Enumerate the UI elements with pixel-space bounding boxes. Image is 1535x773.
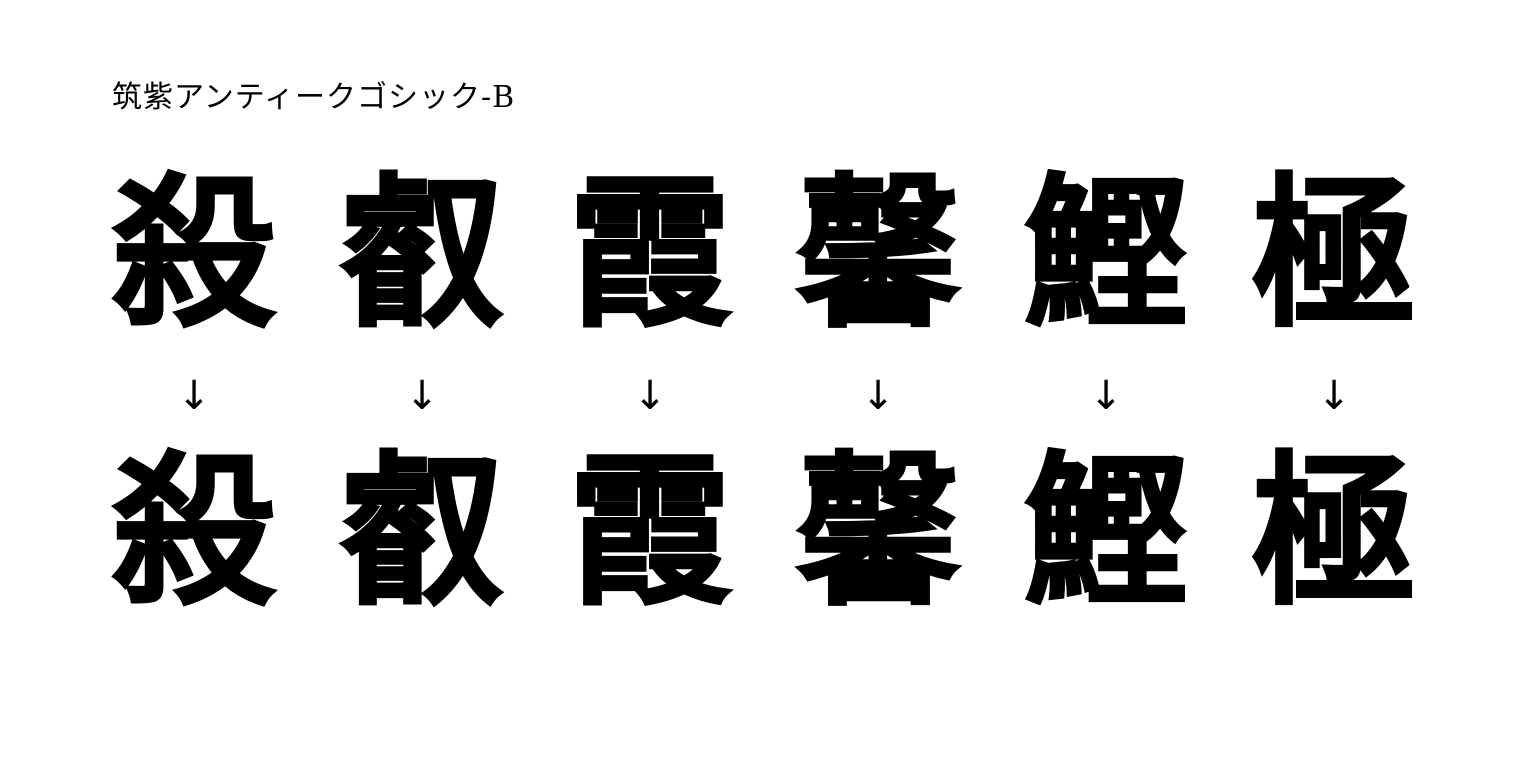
glyph-before: 殺 — [111, 159, 277, 351]
glyph-before: 極 — [1251, 159, 1417, 351]
down-arrow-icon: ↓ — [861, 373, 895, 419]
glyph-before: 霞 — [567, 159, 733, 351]
glyph-after: 殺 — [111, 437, 277, 629]
glyph-after: 馨 — [795, 437, 961, 629]
glyph-before: 鰹 — [1023, 159, 1189, 351]
glyph-after: 叡 — [339, 437, 505, 629]
down-arrow-icon: ↓ — [1317, 373, 1351, 419]
glyph-after: 鰹 — [1023, 437, 1189, 629]
arrow-row: ↓ ↓ ↓ ↓ ↓ ↓ — [80, 368, 1460, 424]
down-arrow-icon: ↓ — [633, 373, 667, 419]
down-arrow-icon: ↓ — [1089, 373, 1123, 419]
glyph-after: 霞 — [567, 437, 733, 629]
glyph-before: 叡 — [339, 159, 505, 351]
glyph-row-after: 殺 叡 霞 馨 鰹 極 — [80, 437, 1460, 629]
glyph-row-before: 殺 叡 霞 馨 鰹 極 — [80, 159, 1460, 351]
font-name-caption: 筑紫アンティークゴシック-B — [112, 80, 516, 115]
glyph-after: 極 — [1251, 437, 1417, 629]
down-arrow-icon: ↓ — [177, 373, 211, 419]
down-arrow-icon: ↓ — [405, 373, 439, 419]
glyph-before: 馨 — [795, 159, 961, 351]
